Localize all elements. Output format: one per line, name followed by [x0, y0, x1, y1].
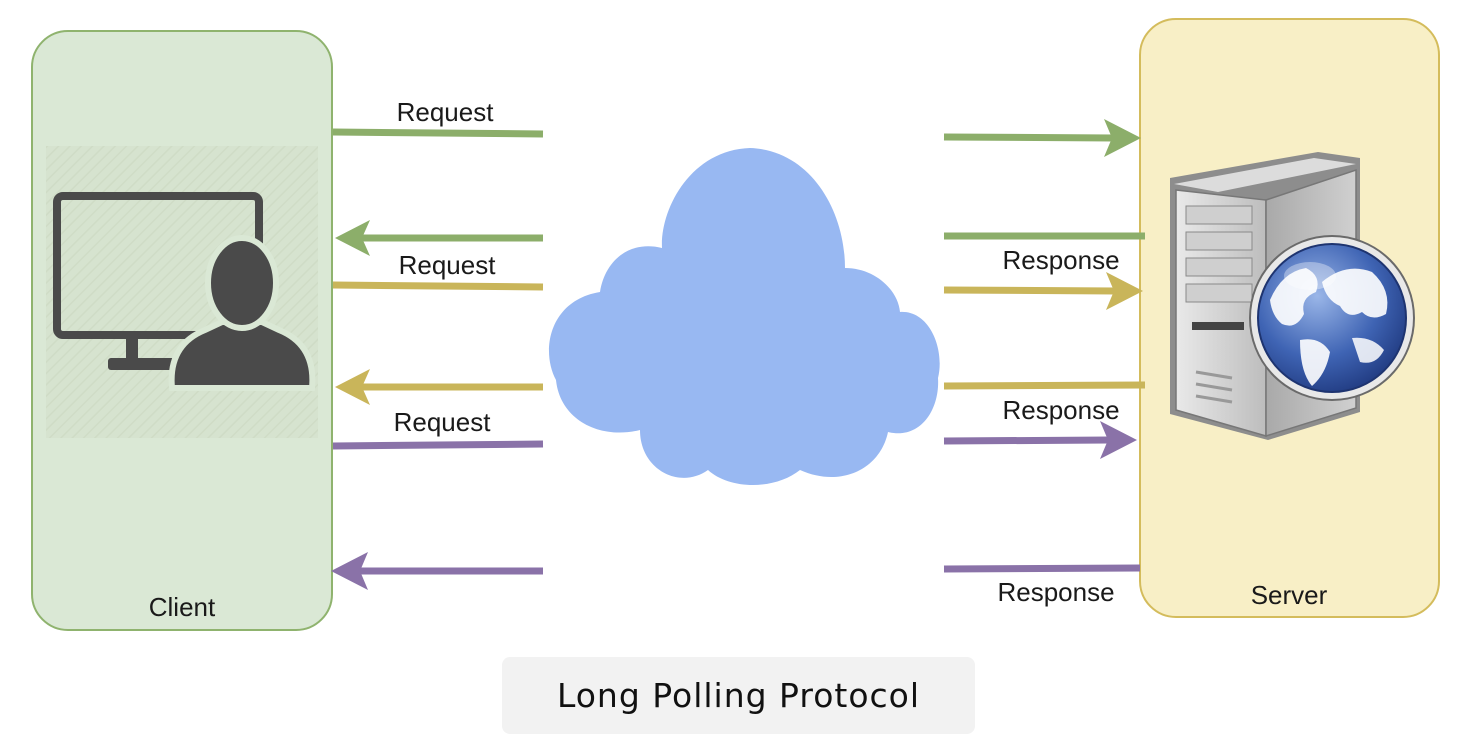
- request-3-arrow-right: [943, 436, 1111, 445]
- request-3-line: [332, 440, 544, 450]
- user-computer-icon: [53, 192, 316, 391]
- response-1-label: Response: [1002, 245, 1119, 275]
- server-label: Server: [1251, 580, 1328, 610]
- diagram-caption: Long Polling Protocol: [556, 676, 921, 715]
- client-side-arrows: [331, 128, 544, 590]
- server-side-arrows: [943, 119, 1146, 573]
- client-panel: Client: [31, 30, 333, 631]
- request-2-line: [332, 281, 544, 291]
- server-panel: Server: [1139, 18, 1440, 618]
- request-1-line: [332, 128, 544, 138]
- request-3-label: Request: [394, 407, 492, 437]
- response-1-arrowhead-left: [335, 220, 370, 256]
- request-1-arrow-right: [943, 133, 1115, 142]
- globe-icon: [1249, 235, 1415, 401]
- cloud-icon: [548, 148, 940, 485]
- response-2-label: Response: [1002, 395, 1119, 425]
- response-2-line: [943, 381, 1146, 390]
- request-2-arrow-right: [943, 286, 1117, 295]
- request-2-label: Request: [399, 250, 497, 280]
- response-3-arrowhead-left: [331, 552, 368, 590]
- request-2-arrowhead-right: [1106, 272, 1143, 310]
- client-label: Client: [149, 592, 216, 622]
- caption-box: Long Polling Protocol: [502, 657, 975, 734]
- request-3-arrowhead-right: [1100, 421, 1137, 459]
- response-3-label: Response: [997, 577, 1114, 607]
- response-3-line: [943, 564, 1141, 573]
- response-2-arrowhead-left: [335, 369, 370, 405]
- request-1-label: Request: [397, 97, 495, 127]
- request-1-arrowhead-right: [1104, 119, 1141, 157]
